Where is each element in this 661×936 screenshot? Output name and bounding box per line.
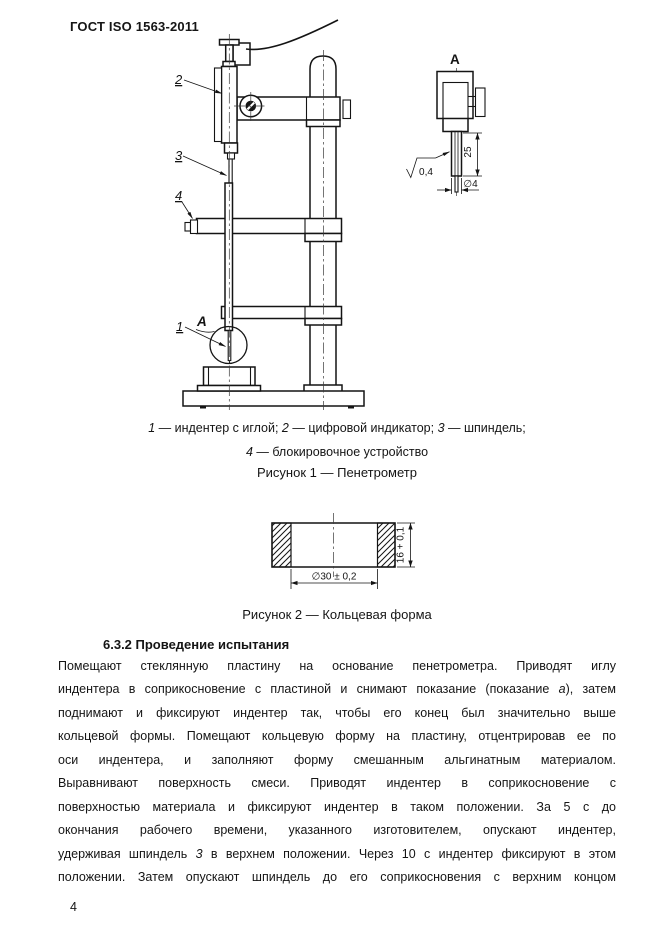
blocking-screw-head: [184, 221, 192, 232]
indenter-face: [442, 81, 469, 120]
clamp-knurled-screw: [342, 99, 352, 120]
detail-view-a: A 25: [406, 52, 486, 198]
dim-diameter-30-label: ∅30 ± 0,2: [312, 572, 357, 583]
dim-diameter-4: ∅4: [437, 178, 479, 194]
callout-2: 2: [174, 72, 183, 87]
dim-diameter-label: ∅4: [463, 179, 478, 190]
spindle-collar: [223, 142, 239, 154]
ring-mould-section: [271, 513, 396, 577]
figure1-caption: 1 — индентер с иглой; 2 — цифровой индик…: [148, 421, 526, 459]
centerlines: [228, 34, 324, 410]
callout-3: 3: [175, 148, 183, 163]
section-heading: 6.3.2 Проведение испытания: [103, 637, 290, 652]
figure1-drawing: 2 3 4 1 A A: [174, 19, 486, 410]
spindle-rod: [224, 182, 234, 332]
blocking-arm: [195, 217, 343, 235]
dim-height-16: 16 + 0,1: [396, 522, 415, 568]
roughness-value: 0,4: [419, 167, 433, 178]
figure2-drawing: ∅30 ± 0,2 16 + 0,1: [271, 513, 415, 589]
body-paragraph: Помещают стеклянную пластину на основани…: [58, 659, 616, 885]
roughness-mark: 0,4: [406, 151, 450, 179]
spindle-and-indenter: [209, 182, 248, 365]
indenter-needle-tip: [454, 175, 459, 193]
indenter-rod: [450, 130, 463, 177]
dim-height-16-label: 16 + 0,1: [396, 526, 407, 563]
detail-mark-a: A: [196, 314, 207, 329]
indicator-scale: [213, 67, 223, 143]
figure1-title: Рисунок 1 — Пенетрометр: [257, 465, 417, 480]
lower-arm: [220, 305, 343, 320]
dim-diameter-30: ∅30 ± 0,2: [290, 569, 378, 589]
ring-wall-left: [271, 522, 292, 568]
dim-height-label: 25: [463, 146, 474, 158]
blocking-screw-knurl: [189, 219, 199, 235]
base-plate: [182, 390, 365, 407]
figure2-title: Рисунок 2 — Кольцевая форма: [242, 607, 432, 622]
callout-labels: 2 3 4 1 A: [174, 72, 227, 347]
dim-25: 25: [463, 132, 482, 177]
detail-view-title: A: [450, 52, 460, 67]
detail-circle-a: [209, 325, 248, 365]
indenter-step: [442, 117, 469, 133]
indenter-knurled-knob: [474, 87, 486, 118]
blocking-device: [184, 217, 343, 243]
page-number: 4: [70, 900, 77, 914]
indicator-cable: [245, 19, 339, 51]
lower-arm-assembly: [220, 305, 343, 326]
document-title: ГОСТ ISO 1563-2011: [70, 19, 199, 34]
ring-wall-right: [376, 522, 396, 568]
callout-4: 4: [175, 188, 182, 203]
spindle-neck: [226, 152, 236, 160]
callout-1: 1: [176, 319, 183, 334]
